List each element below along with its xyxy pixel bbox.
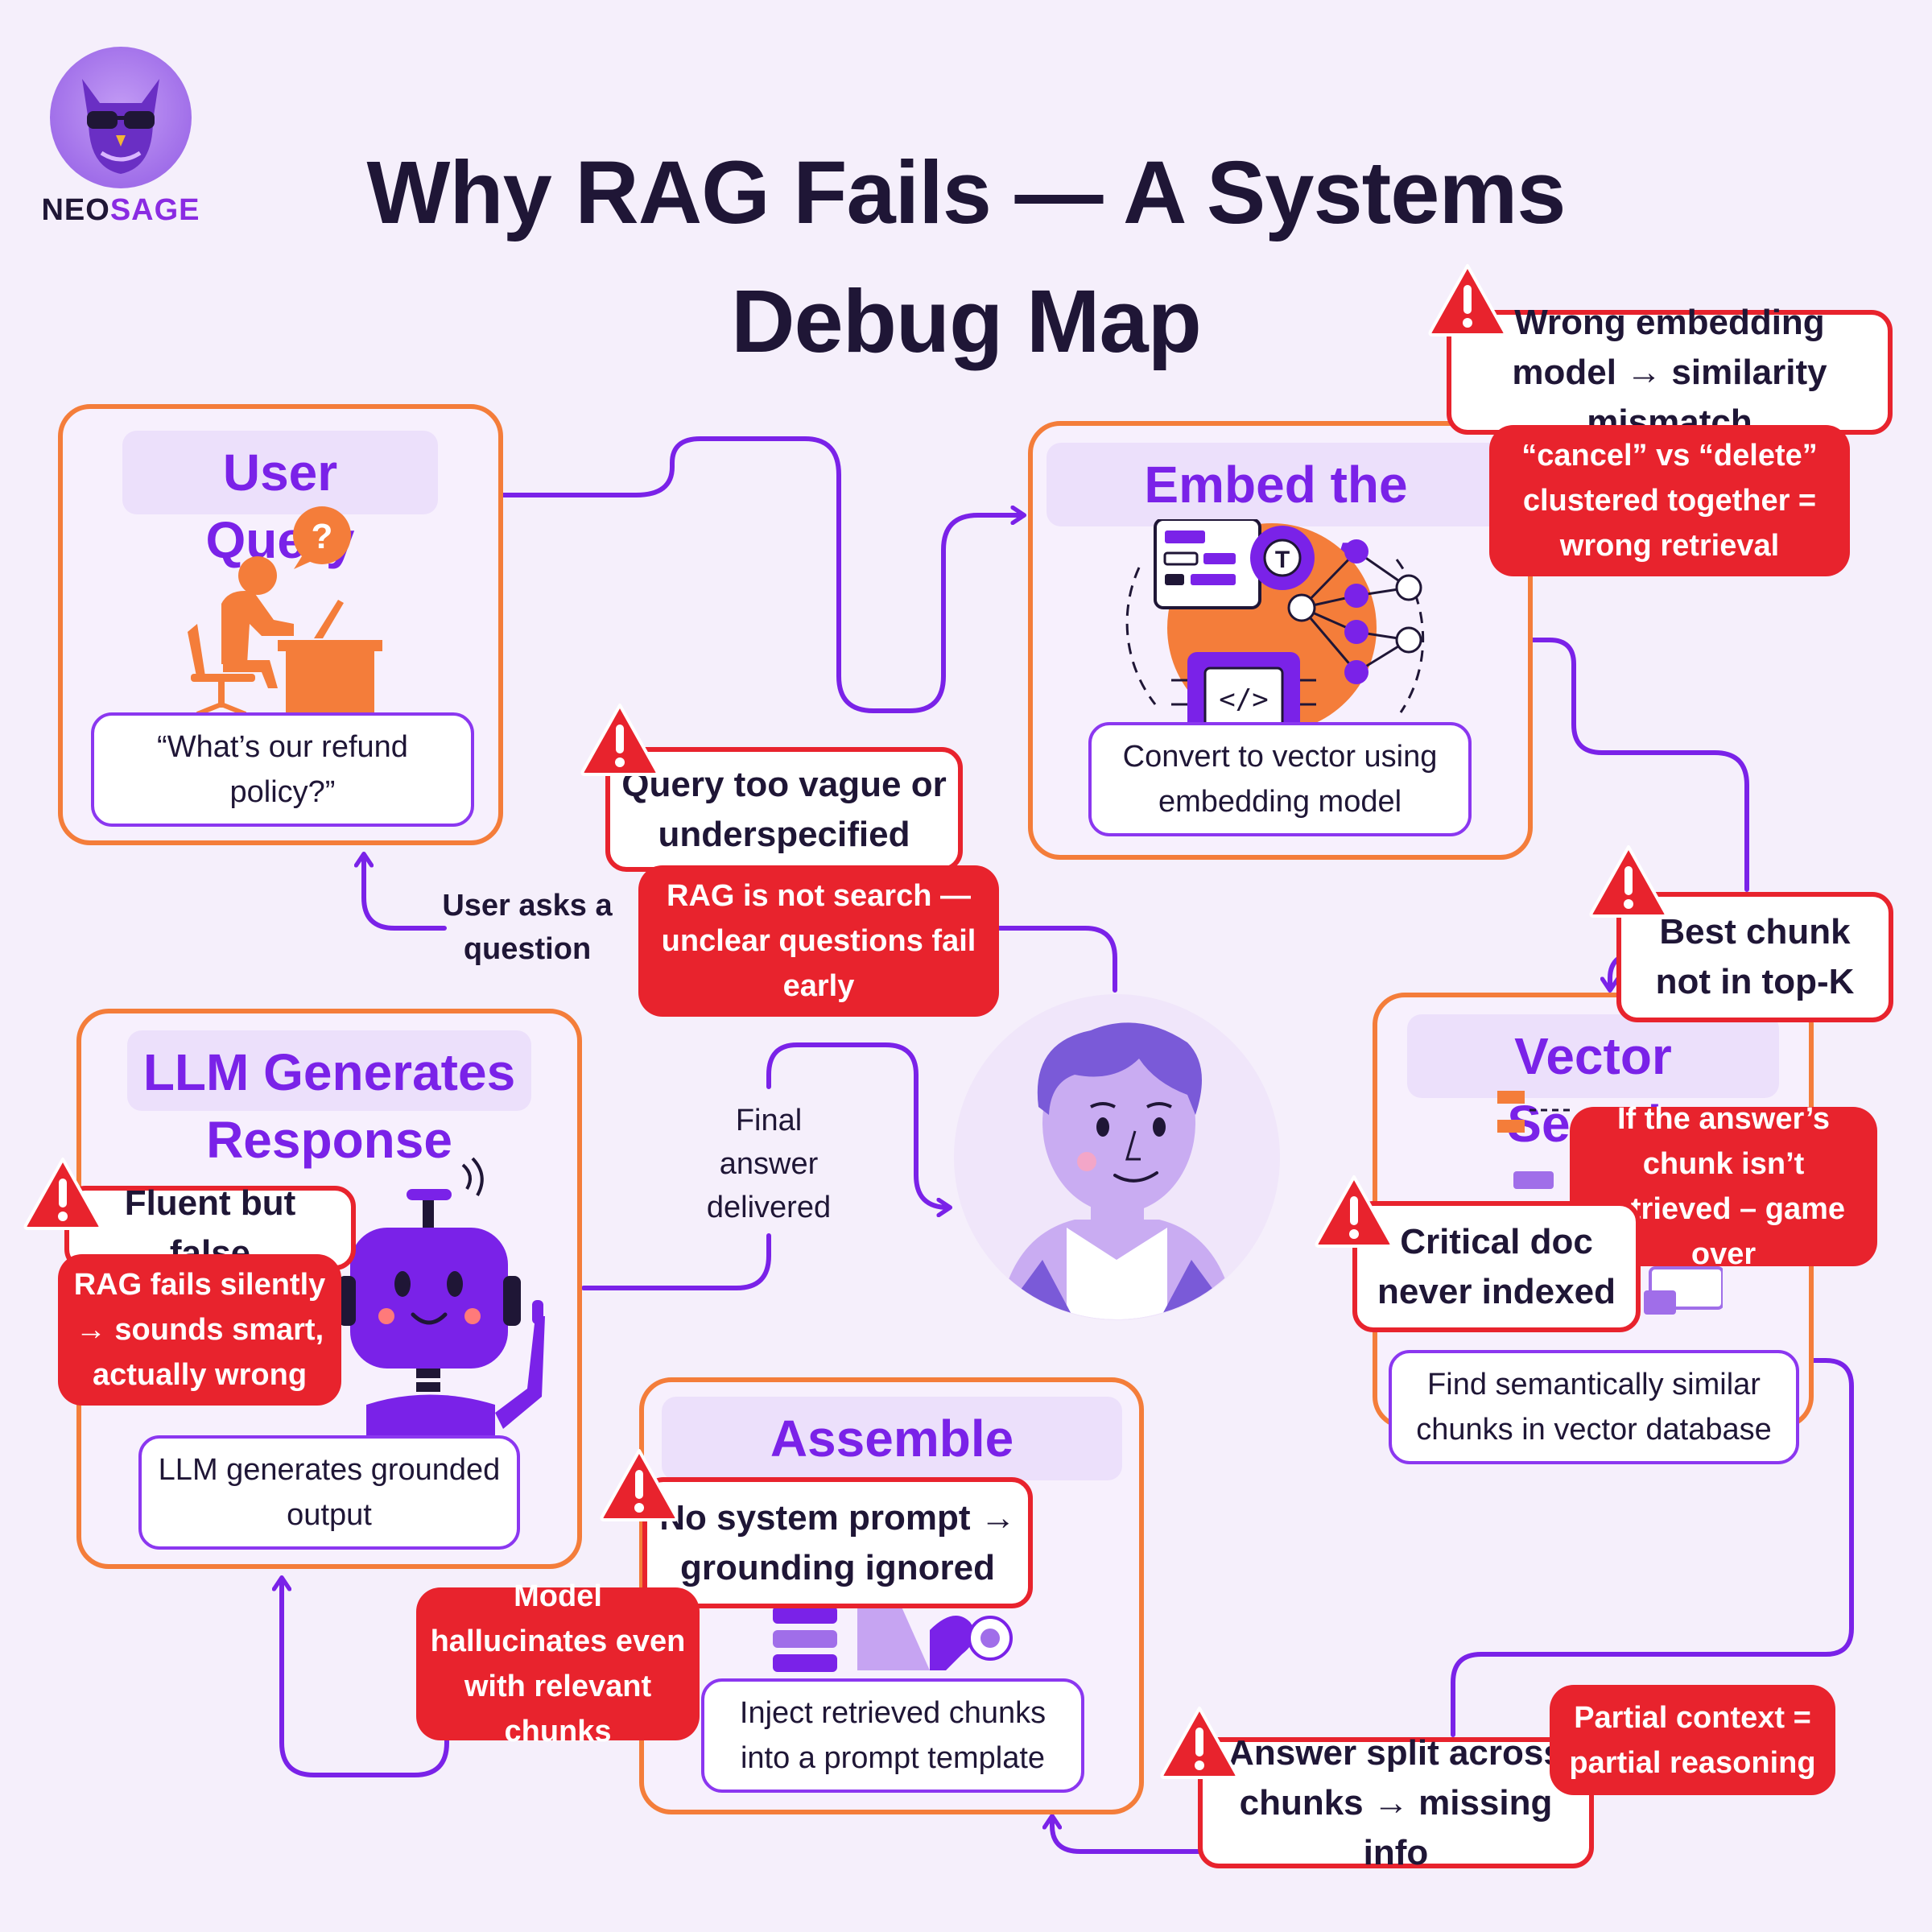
warning-critical-doc-not-indexed: Critical doc never indexed (1352, 1201, 1641, 1332)
connector-assemble-to-llm (282, 1579, 449, 1777)
connector-user-to-embed (501, 436, 1022, 713)
note-embedding-clustering: “cancel” vs “delete” clustered together … (1489, 425, 1850, 576)
stage-desc-assemble-prompt: Inject retrieved chunks into a prompt te… (701, 1678, 1084, 1793)
connector-embed-to-search (1527, 638, 1749, 892)
label-user-asks-question: User asks a question (442, 889, 613, 966)
connector-user-asks (996, 926, 1117, 993)
alert-icon (1315, 1175, 1393, 1248)
robot-icon (338, 1157, 545, 1437)
note-model-hallucinates: Model hallucinates even with relevant ch… (416, 1579, 700, 1748)
svg-text:T: T (1275, 547, 1290, 573)
brand-wordmark: NEOSAGE (41, 193, 200, 227)
note-partial-context: Partial context = partial reasoning (1550, 1685, 1835, 1795)
connector-to-user-query (364, 856, 447, 931)
svg-text:</>: </> (1219, 683, 1268, 716)
developer-avatar (954, 994, 1280, 1320)
stage-title-llm-response-line1: LLM Generates Response (127, 1030, 531, 1169)
alert-icon (23, 1158, 102, 1230)
connector-final-answer (766, 1042, 948, 1208)
developer-avatar-icon (998, 1022, 1236, 1319)
stage-desc-user-query: “What’s our refund policy?” (91, 712, 474, 827)
stage-title-embed-query: Embed the Query (1046, 443, 1505, 581)
connector-llm-to-user (581, 1233, 771, 1290)
alert-icon (600, 1449, 679, 1521)
stage-title-assemble-prompt: Assemble Prompt (662, 1397, 1122, 1535)
warning-answer-split-across-chunks: Answer split across chunks → missing inf… (1198, 1733, 1594, 1872)
page-title: Why RAG Fails — A Systems Debug Map (366, 143, 1567, 371)
embedding-chip-network-icon: T </> (1125, 519, 1425, 724)
warning-wrong-embedding-model: Wrong embedding model → similarity misma… (1447, 303, 1893, 442)
stage-desc-vector-search: Find semantically similar chunks in vect… (1389, 1350, 1799, 1464)
alert-icon (1589, 845, 1668, 918)
note-rag-not-search: RAG is not search — unclear questions fa… (638, 865, 999, 1017)
alert-icon (580, 704, 659, 776)
connector-split-to-assemble (1052, 1818, 1238, 1854)
stage-title-vector-search: Vector Search (1407, 1014, 1779, 1153)
person-at-laptop-question-icon: ? (188, 506, 382, 720)
label-final-answer-delivered: Final answer delivered (706, 1104, 832, 1224)
stage-title-user-query: User Query (122, 431, 438, 569)
stage-title-llm-response: LLM Generates Response (142, 1043, 516, 1169)
alert-icon (1160, 1707, 1239, 1779)
prompt-tools-icon (773, 1598, 1013, 1672)
stage-desc-llm-response: LLM generates grounded output (138, 1435, 520, 1550)
owl-icon (82, 79, 159, 174)
brand-logo (50, 47, 192, 188)
connector-search-to-assemble (1451, 1358, 1854, 1737)
warning-no-system-prompt: No system prompt → grounding ignored (642, 1477, 1033, 1608)
note-rag-fails-silently: RAG fails silently → sounds smart, actua… (58, 1254, 341, 1406)
warning-query-too-vague: Query too vague or underspecified (605, 747, 963, 872)
stage-desc-embed-query: Convert to vector using embedding model (1088, 722, 1472, 836)
svg-text:?: ? (312, 517, 333, 556)
alert-icon (1428, 264, 1507, 336)
